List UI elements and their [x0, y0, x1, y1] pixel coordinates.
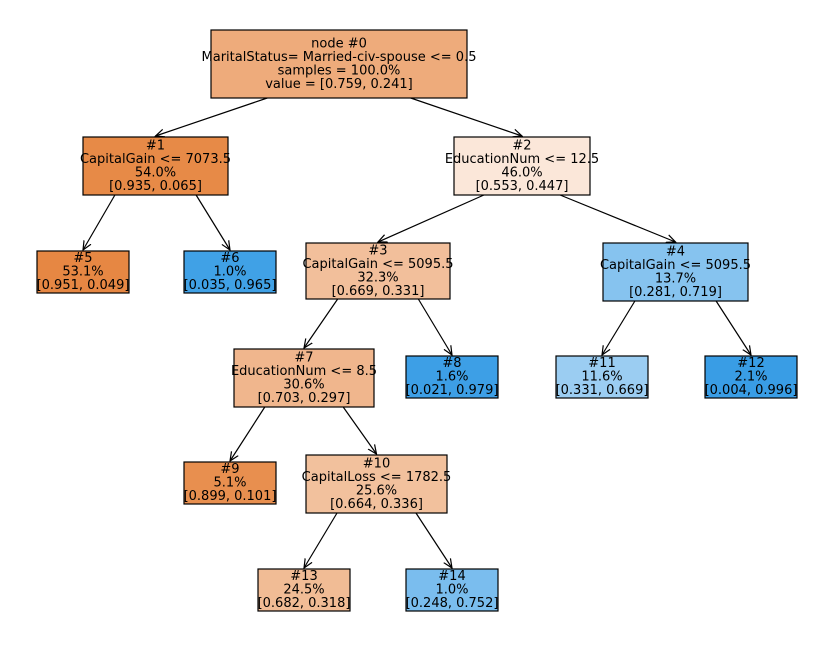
edge-7-to-9	[230, 406, 266, 461]
node-label-line: [0.553, 0.447]	[476, 179, 569, 194]
node-box	[602, 242, 749, 302]
node-label-line: CapitalLoss <= 1782.5	[302, 470, 452, 485]
node-label-line: 54.0%	[135, 165, 176, 180]
node-box	[36, 250, 130, 294]
node-label-line: #8	[442, 356, 461, 371]
node-label-line: [0.935, 0.065]	[109, 179, 202, 194]
node-label-line: EducationNum <= 8.5	[231, 364, 377, 379]
tree-node-5: #553.1%[0.951, 0.049]	[36, 250, 130, 294]
edge-0-to-1	[156, 97, 268, 136]
node-label-line: [0.281, 0.719]	[629, 285, 722, 300]
edge-10-to-14	[415, 512, 452, 568]
node-label-line: CapitalGain <= 5095.5	[302, 257, 453, 272]
node-label-line: #1	[146, 138, 165, 153]
node-label-line: #12	[737, 356, 764, 371]
node-label-line: [0.664, 0.336]	[330, 497, 423, 512]
node-label-line: [0.021, 0.979]	[406, 383, 499, 398]
node-label-line: #5	[73, 251, 92, 266]
node-label-line: #14	[438, 569, 465, 584]
node-label-line: node #0	[311, 36, 367, 51]
edge-10-to-13	[304, 512, 338, 568]
node-label-line: MaritalStatus= Married-civ-spouse <= 0.5	[202, 50, 477, 65]
node-label-line: [0.669, 0.331]	[332, 284, 425, 299]
node-label-line: 5.1%	[213, 476, 246, 491]
node-box	[210, 29, 468, 99]
node-label-line: [0.004, 0.996]	[705, 383, 798, 398]
node-label-line: CapitalGain <= 7073.5	[80, 152, 231, 167]
node-label-line: #7	[294, 350, 313, 365]
node-label-line: [0.682, 0.318]	[258, 596, 351, 611]
node-box	[305, 242, 451, 300]
edge-1-to-6	[195, 194, 230, 250]
node-label-line: [0.899, 0.101]	[184, 489, 277, 504]
edge-3-to-7	[304, 298, 339, 348]
node-label-line: [0.331, 0.669]	[556, 383, 649, 398]
edge-0-to-2	[410, 97, 522, 136]
edge-3-to-8	[417, 298, 452, 355]
node-label-line: 30.6%	[283, 377, 324, 392]
node-label-line: [0.703, 0.297]	[258, 391, 351, 406]
edge-2-to-3	[378, 194, 485, 242]
node-label-line: 53.1%	[62, 265, 103, 280]
node-box	[555, 355, 649, 399]
node-box	[405, 568, 499, 612]
node-label-line: 1.0%	[435, 583, 468, 598]
node-box	[704, 355, 798, 399]
node-label-line: CapitalGain <= 5095.5	[600, 258, 751, 273]
node-box	[82, 136, 229, 196]
tree-node-8: #81.6%[0.021, 0.979]	[405, 355, 499, 399]
node-box	[257, 568, 351, 612]
node-label-line: 11.6%	[581, 370, 622, 385]
node-label-line: 2.1%	[734, 370, 767, 385]
node-box	[453, 136, 591, 196]
tree-node-9: #95.1%[0.899, 0.101]	[183, 461, 277, 505]
edge-7-to-10	[342, 406, 376, 454]
edge-1-to-5	[83, 194, 116, 250]
tree-edges	[83, 97, 751, 568]
node-label-line: #9	[220, 462, 239, 477]
tree-node-6: #61.0%[0.035, 0.965]	[183, 250, 277, 294]
node-box	[183, 461, 277, 505]
node-label-line: [0.248, 0.752]	[406, 596, 499, 611]
node-label-line: 13.7%	[655, 271, 696, 286]
node-label-line: #4	[666, 244, 685, 259]
node-label-line: #13	[290, 569, 317, 584]
node-label-line: #11	[588, 356, 615, 371]
node-label-line: value = [0.759, 0.241]	[265, 77, 413, 92]
node-box	[183, 250, 277, 294]
node-label-line: #6	[220, 251, 239, 266]
node-label-line: 24.5%	[283, 583, 324, 598]
node-label-line: 1.6%	[435, 370, 468, 385]
node-label-line: samples = 100.0%	[278, 63, 401, 78]
tree-node-12: #122.1%[0.004, 0.996]	[704, 355, 798, 399]
node-box	[233, 348, 375, 408]
edge-2-to-4	[559, 194, 675, 242]
node-label-line: 25.6%	[356, 483, 397, 498]
node-label-line: 32.3%	[357, 270, 398, 285]
tree-node-14: #141.0%[0.248, 0.752]	[405, 568, 499, 612]
node-label-line: #2	[512, 138, 531, 153]
node-box	[305, 454, 448, 514]
edge-4-to-12	[715, 300, 751, 355]
node-label-line: EducationNum <= 12.5	[445, 152, 599, 167]
node-label-line: #10	[363, 456, 390, 471]
edge-4-to-11	[602, 300, 636, 355]
node-label-line: [0.035, 0.965]	[184, 278, 277, 293]
node-box	[405, 355, 499, 399]
node-label-line: 1.0%	[213, 265, 246, 280]
node-label-line: #3	[368, 243, 387, 258]
node-label-line: 46.0%	[501, 165, 542, 180]
node-label-line: [0.951, 0.049]	[37, 278, 130, 293]
